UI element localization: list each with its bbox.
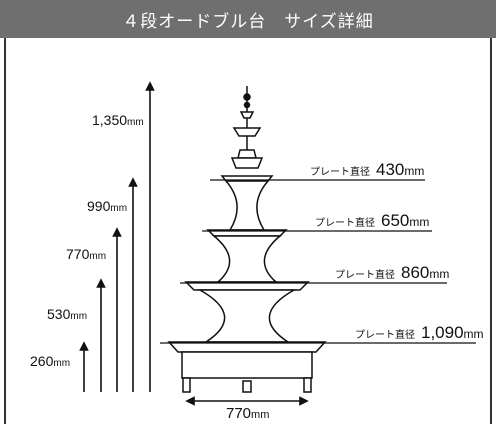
height-label-260: 260mm <box>30 353 70 369</box>
height-label-530: 530mm <box>47 306 87 322</box>
frame-right-border <box>490 38 492 424</box>
page-title: ４段オードブル台 サイズ詳細 <box>122 11 374 32</box>
height-labels: 1,350mm 990mm 770mm 530mm 260mm <box>30 112 144 369</box>
frame-left-border <box>4 38 6 424</box>
base-width-label: 770mm <box>226 405 269 422</box>
header-bar: ４段オードブル台 サイズ詳細 <box>0 0 496 38</box>
plate-leader-lines <box>160 179 476 344</box>
height-arrows <box>79 81 155 392</box>
height-label-990: 990mm <box>87 198 127 214</box>
stand-illustration <box>167 86 327 393</box>
height-label-1350: 1,350mm <box>92 112 144 128</box>
height-label-770: 770mm <box>66 246 106 262</box>
